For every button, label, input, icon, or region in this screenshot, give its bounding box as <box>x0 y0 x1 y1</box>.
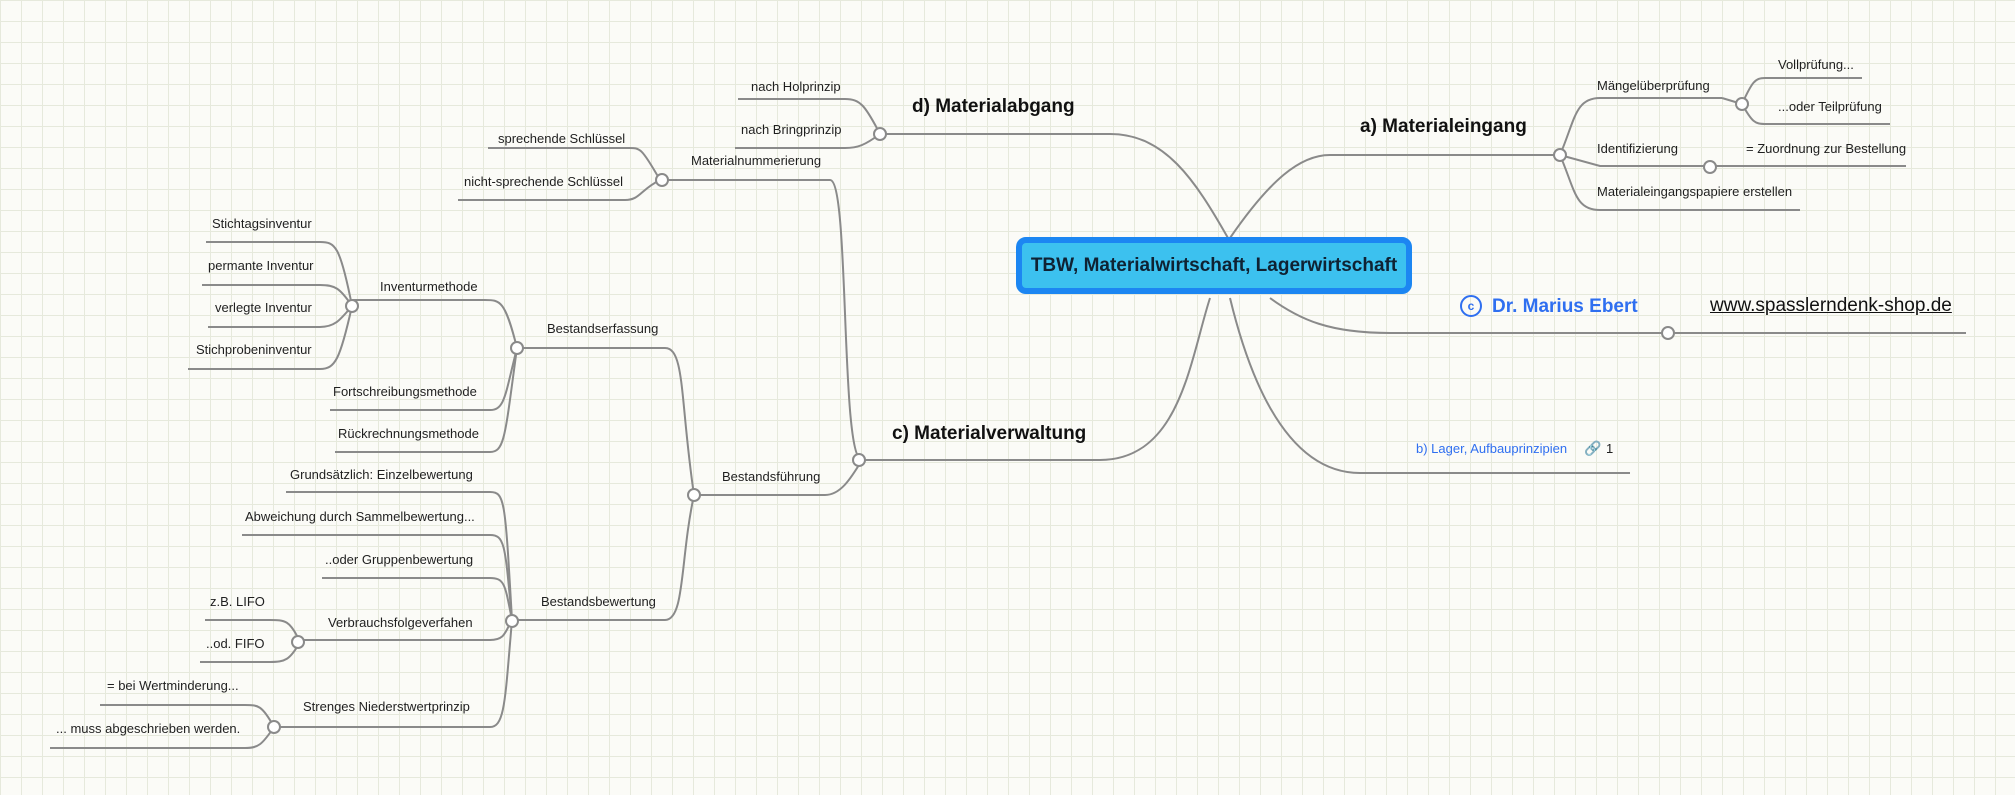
node-bestandsfuehrung[interactable]: Bestandsführung <box>722 469 821 484</box>
node-bestandserfassung[interactable]: Bestandserfassung <box>547 321 659 336</box>
node-abgeschrieben[interactable]: ... muss abgeschrieben werden. <box>56 721 241 736</box>
node-holprinzip[interactable]: nach Holprinzip <box>751 79 841 94</box>
root-topic[interactable]: TBW, Materialwirtschaft, Lagerwirtschaft <box>1016 237 1412 294</box>
website-link[interactable]: www.spasslerndenk-shop.de <box>1710 295 1952 316</box>
node-fortschreibungsmethode[interactable]: Fortschreibungsmethode <box>333 384 477 399</box>
branch-lager[interactable]: b) Lager, Aufbauprinzipien <box>1416 441 1568 456</box>
node-eingangspapiere[interactable]: Materialeingangspapiere erstellen <box>1597 184 1793 199</box>
node-wertminderung[interactable]: = bei Wertminderung... <box>107 678 239 693</box>
node-sprechende-schluessel[interactable]: sprechende Schlüssel <box>498 131 626 146</box>
node-maengelueberpruefung[interactable]: Mängelüberprüfung <box>1597 78 1710 93</box>
node-bestandsbewertung[interactable]: Bestandsbewertung <box>541 594 656 609</box>
node-lifo[interactable]: z.B. LIFO <box>210 594 265 609</box>
node-zuordnung[interactable]: = Zuordnung zur Bestellung <box>1746 141 1907 156</box>
node-fifo[interactable]: ..od. FIFO <box>206 636 265 651</box>
link-icon[interactable]: 🔗 <box>1584 440 1602 456</box>
branch-materialabgang[interactable]: d) Materialabgang <box>912 96 1075 117</box>
root-topic-label: TBW, Materialwirtschaft, Lagerwirtschaft <box>1030 254 1398 276</box>
node-stichprobeninventur[interactable]: Stichprobeninventur <box>196 342 312 357</box>
node-rueckrechnungsmethode[interactable]: Rückrechnungsmethode <box>338 426 479 441</box>
branch-materialeingang[interactable]: a) Materialeingang <box>1360 116 1527 137</box>
node-gruppenbewertung[interactable]: ..oder Gruppenbewertung <box>325 552 474 567</box>
node-vollpruefung[interactable]: Vollprüfung... <box>1778 57 1854 72</box>
node-permanente-inventur[interactable]: permante Inventur <box>208 258 314 273</box>
node-materialnummerierung[interactable]: Materialnummerierung <box>691 153 822 168</box>
node-bringprinzip[interactable]: nach Bringprinzip <box>741 122 842 137</box>
node-niederstwertprinzip[interactable]: Strenges Niederstwertprinzip <box>303 699 470 714</box>
link-count: 1 <box>1606 441 1614 456</box>
node-sammelbewertung[interactable]: Abweichung durch Sammelbewertung... <box>245 509 475 524</box>
node-nichtsprechende-schluessel[interactable]: nicht-sprechende Schlüssel <box>464 174 623 189</box>
node-verbrauchsfolgeverfahren[interactable]: Verbrauchsfolgeverfahen <box>328 615 473 630</box>
node-verlegte-inventur[interactable]: verlegte Inventur <box>215 300 312 315</box>
node-inventurmethode[interactable]: Inventurmethode <box>380 279 478 294</box>
node-teilpruefung[interactable]: ...oder Teilprüfung <box>1778 99 1882 114</box>
copyright-icon: c <box>1460 295 1482 317</box>
node-einzelbewertung[interactable]: Grundsätzlich: Einzelbewertung <box>290 467 473 482</box>
node-identifizierung[interactable]: Identifizierung <box>1597 141 1678 156</box>
node-stichtagsinventur[interactable]: Stichtagsinventur <box>212 216 312 231</box>
branch-materialverwaltung[interactable]: c) Materialverwaltung <box>892 423 1087 444</box>
author-label[interactable]: c Dr. Marius Ebert <box>1460 295 1638 318</box>
author-name: Dr. Marius Ebert <box>1492 296 1638 317</box>
